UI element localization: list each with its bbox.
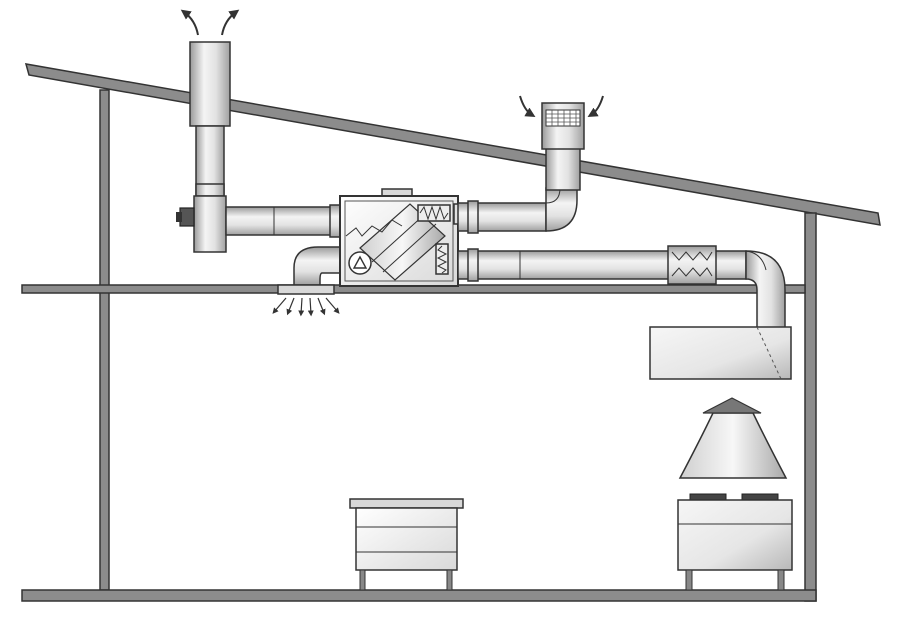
hood-exhaust-arrow-icon	[702, 397, 762, 414]
fresh-air-duct	[457, 147, 581, 234]
exhaust-stack	[189, 41, 231, 197]
intake-arrows-icon	[519, 95, 604, 118]
supply-duct	[277, 246, 341, 295]
hood-extract-duct	[457, 245, 786, 331]
exhaust-arrows-icon	[180, 9, 240, 36]
exhaust-fan	[176, 195, 227, 253]
right-wall	[804, 212, 817, 602]
fresh-air-intake-hood	[541, 102, 585, 150]
supply-diffuser-arrows-icon	[272, 297, 340, 317]
work-table	[349, 498, 464, 591]
left-wall	[99, 89, 110, 591]
roof	[24, 63, 881, 226]
floor	[21, 589, 817, 602]
fan-arrow-icon	[348, 251, 372, 275]
kitchen-hood	[678, 412, 788, 479]
filter-icon	[417, 204, 451, 275]
extract-duct	[225, 204, 341, 238]
range-stove	[677, 493, 793, 591]
building-structure	[21, 63, 881, 602]
hood-plenum	[649, 326, 792, 380]
